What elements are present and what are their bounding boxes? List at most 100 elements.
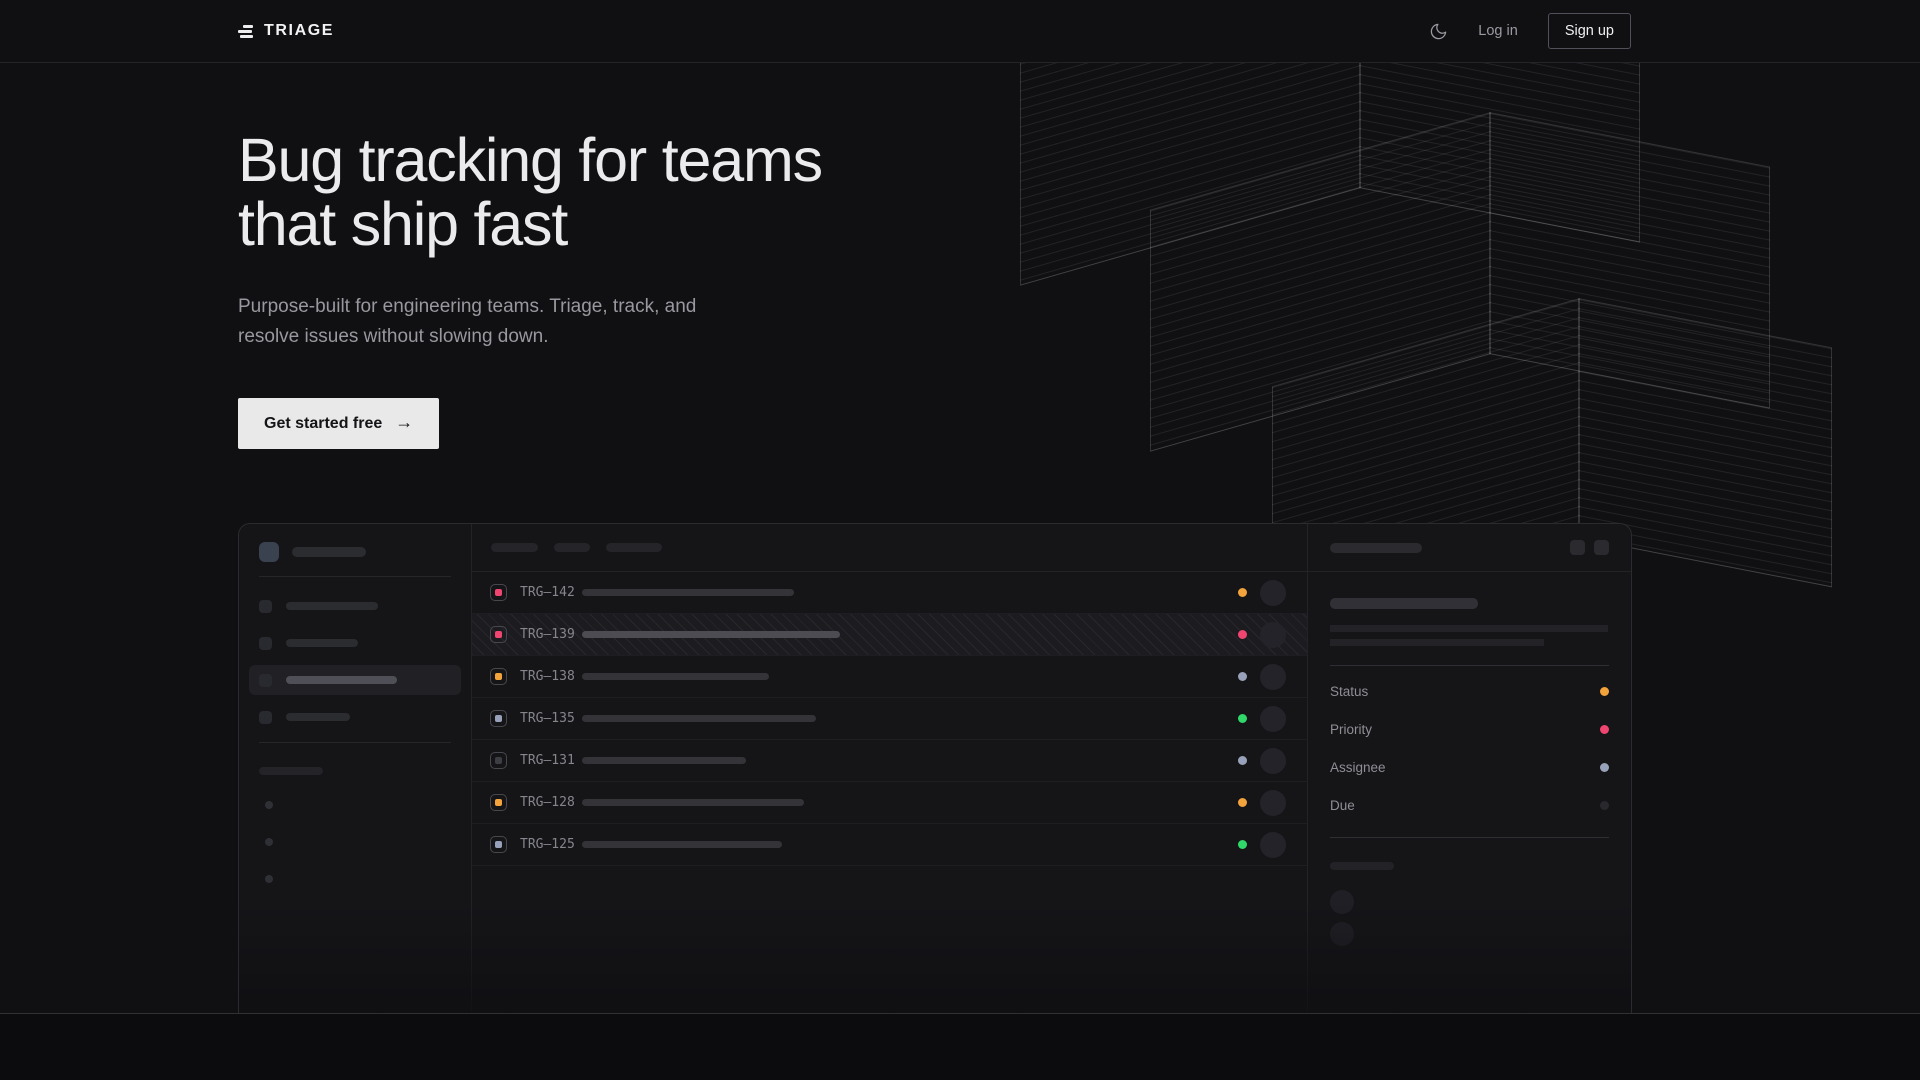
issue-type-icon-fill (495, 841, 502, 848)
placeholder-line (1330, 625, 1608, 632)
signup-button[interactable]: Sign up (1547, 13, 1631, 49)
detail-field-dot (1600, 724, 1609, 734)
issue-type-icon-fill (495, 589, 502, 596)
preview-sidebar-item (249, 628, 461, 658)
placeholder-bar (582, 589, 794, 596)
preview-sidebar-item (249, 702, 461, 732)
detail-field-row: Status (1330, 672, 1609, 710)
issue-id-label: TRG–142 (520, 585, 575, 600)
avatar (1260, 831, 1286, 858)
avatar (1260, 663, 1286, 690)
issue-row-meta (1238, 621, 1286, 648)
placeholder-bar (259, 767, 323, 775)
status-dot (1238, 588, 1247, 597)
issue-type-icon-fill (495, 757, 502, 764)
preview-issue-row: TRG–128 (472, 782, 1307, 824)
issue-type-icon (490, 710, 507, 727)
placeholder-bar (286, 676, 397, 684)
divider (1330, 837, 1609, 838)
status-dot (1238, 672, 1247, 681)
detail-field-dot (1600, 800, 1609, 810)
wireframe-plane (1150, 112, 1770, 452)
preview-sidebar-nav (249, 591, 461, 732)
placeholder-bar (286, 713, 350, 721)
placeholder-bar (1330, 862, 1394, 870)
issue-type-icon-fill (495, 715, 502, 722)
preview-workspace-row (259, 542, 451, 562)
get-started-button[interactable]: Get started free → (238, 398, 440, 449)
get-started-label: Get started free (264, 414, 383, 432)
theme-toggle-button[interactable] (1429, 22, 1448, 41)
status-dot (1238, 798, 1247, 807)
footer-band (0, 1013, 1920, 1080)
status-dot (1238, 840, 1247, 849)
divider (1330, 665, 1609, 666)
top-nav: TRIAGE Log in Sign up (0, 0, 1920, 63)
brand-logo[interactable]: TRIAGE (238, 22, 334, 40)
issue-id-label: TRG–139 (520, 627, 575, 642)
placeholder-pill (554, 543, 590, 552)
avatar (1260, 747, 1286, 774)
issue-row-meta (1238, 747, 1286, 774)
status-dot (1238, 714, 1247, 723)
placeholder-bar (286, 602, 378, 610)
login-link[interactable]: Log in (1478, 23, 1518, 39)
detail-field-dot (1600, 686, 1609, 696)
preview-sidebar-item (249, 665, 461, 695)
status-dot (1238, 756, 1247, 765)
hero-heading-line1: Bug tracking for teams (238, 126, 823, 194)
issue-row-meta (1238, 831, 1286, 858)
issue-id-label: TRG–131 (520, 753, 575, 768)
placeholder-pill (491, 543, 538, 552)
avatar (1260, 621, 1286, 648)
hero-subheading-line1: Purpose-built for engineering teams. Tri… (238, 296, 697, 317)
status-dot (1238, 630, 1247, 639)
issue-type-icon-fill (495, 673, 502, 680)
issue-type-icon (490, 836, 507, 853)
placeholder-icon (259, 599, 272, 613)
panel-header-actions (1570, 540, 1609, 555)
preview-issue-row: TRG–125 (472, 824, 1307, 866)
hero-heading-line2: that ship fast (238, 190, 568, 258)
placeholder-line (1330, 639, 1544, 646)
issue-row-meta (1238, 789, 1286, 816)
preview-issue-row: TRG–131 (472, 740, 1307, 782)
avatar (1260, 789, 1286, 816)
avatar (1260, 705, 1286, 732)
issue-type-icon (490, 668, 507, 685)
issue-row-meta (1238, 705, 1286, 732)
issue-id-label: TRG–135 (520, 711, 575, 726)
placeholder-bar (582, 841, 782, 848)
placeholder-bar (582, 673, 769, 680)
detail-field-row: Due (1330, 786, 1609, 824)
workspace-icon (259, 542, 279, 562)
detail-field-label: Due (1330, 797, 1355, 813)
issue-type-icon-fill (495, 799, 502, 806)
wireframe-plane (1272, 298, 1832, 627)
preview-sidebar (239, 524, 472, 1013)
issue-id-label: TRG–138 (520, 669, 575, 684)
detail-field-dot (1600, 762, 1609, 772)
arrow-right-icon: → (395, 412, 414, 432)
detail-field-label: Assignee (1330, 759, 1386, 775)
issue-type-icon-fill (495, 631, 502, 638)
placeholder-dot (265, 801, 273, 809)
placeholder-bar (292, 547, 366, 557)
placeholder-icon (259, 673, 272, 687)
issue-type-icon (490, 584, 507, 601)
placeholder-bar (286, 639, 358, 647)
preview-sidebar-item (249, 591, 461, 621)
divider (259, 576, 451, 577)
placeholder-bar (582, 631, 840, 638)
preview-issue-row: TRG–139 (472, 614, 1307, 656)
issue-type-icon (490, 626, 507, 643)
avatar (1330, 922, 1354, 946)
moon-icon (1431, 23, 1447, 39)
detail-field-row: Assignee (1330, 748, 1609, 786)
placeholder-bar (582, 757, 746, 764)
